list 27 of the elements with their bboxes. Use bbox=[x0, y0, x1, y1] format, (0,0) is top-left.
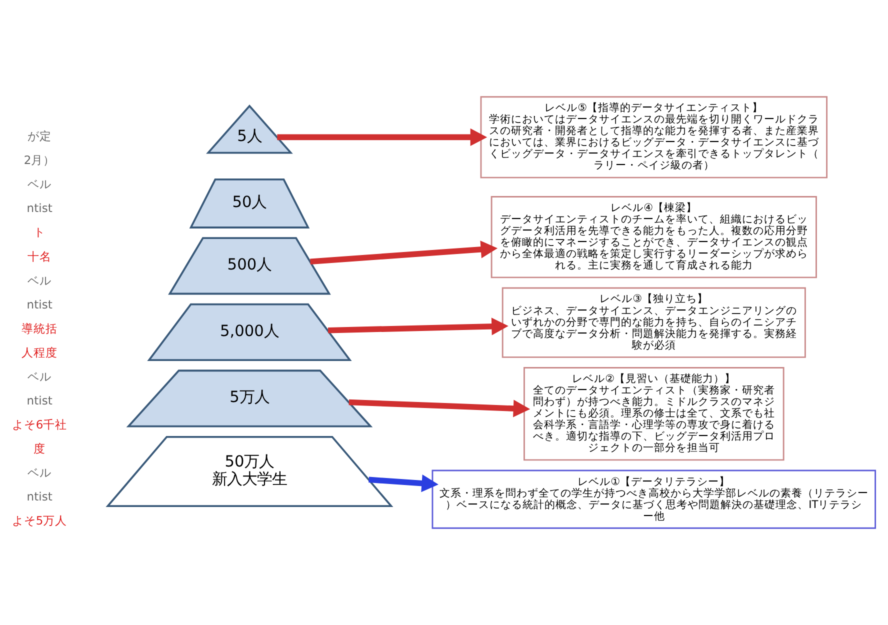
label: ntist bbox=[26, 489, 52, 504]
arrow bbox=[328, 318, 508, 336]
arrow bbox=[277, 128, 488, 146]
label: が定 bbox=[28, 129, 52, 144]
label: ベル bbox=[28, 273, 52, 288]
label: 2月） bbox=[24, 153, 56, 168]
label: 人程度 bbox=[22, 345, 58, 360]
node-box: レベル⑤【指導的データサイエンティスト】 学術においてはデータサイエンスの最先端を切り開くワールドクラスの研究者・開発者として指導的な能力を発揮する者、また産業界においては、業界におけるビッグデータ・データサイエンスに基づくビッグデータ・データサイエンスを牽引できるトップタレント（ラリー・ペイジ級の者） bbox=[480, 96, 828, 178]
label: 十名 bbox=[28, 249, 52, 264]
node-box: レベル②【見習い（基礎能力）】 全てのデータサイエンティスト（実務家・研究者問わず）が持つべき能力。ミドルクラスのマネジメントにも必須。理系の修士は全て、文系でも社会科学系・言語学・心理学等の専攻で身に着けるべき。適切な指導の下、ビッグデータ利活用プロジェクトの一部分を担当可 bbox=[524, 367, 784, 461]
label: ベル bbox=[28, 369, 52, 384]
label: 度 bbox=[34, 441, 46, 456]
arrow bbox=[368, 474, 438, 492]
label: よそ6千社 bbox=[12, 417, 68, 432]
node-box: レベル③【独り立ち】 ビジネス、データサイエンス、データエンジニアリングのいずれかの分野で専門的な能力を持ち、自らのイニシアチブで高度なデータ分析・問題解決能力を発揮する。実務経験が必須 bbox=[502, 287, 806, 358]
node-box: レベル④【棟梁】 データサイエンティストのチームを率いて、組織におけるビッグデータ利活用を先導できる能力をもった人。複数の応用分野を俯瞰的にマネージすることができ、データサイエンスの観点から全体最適の戦略を策定し実行するリーダーシップが求められる。主に実務を通して育成される能力 bbox=[490, 196, 817, 278]
label: ntist bbox=[26, 393, 52, 408]
label: よそ5万人 bbox=[12, 513, 68, 528]
label: ベル bbox=[28, 465, 52, 480]
label: ベル bbox=[28, 177, 52, 192]
label: 導統括 bbox=[22, 321, 58, 336]
label: ntist bbox=[26, 297, 52, 312]
arrow bbox=[348, 399, 530, 418]
arrow bbox=[310, 240, 498, 264]
label: ト bbox=[34, 225, 46, 240]
label: ntist bbox=[26, 201, 52, 216]
node-box: レベル①【データリテラシー】 文系・理系を問わず全ての学生が持つべき高校から大学学部レベルの素養（リテラシー）ベースになる統計的概念、データに基づく思考や問題解決の基礎理念、ITリテラシー他 bbox=[432, 470, 876, 529]
